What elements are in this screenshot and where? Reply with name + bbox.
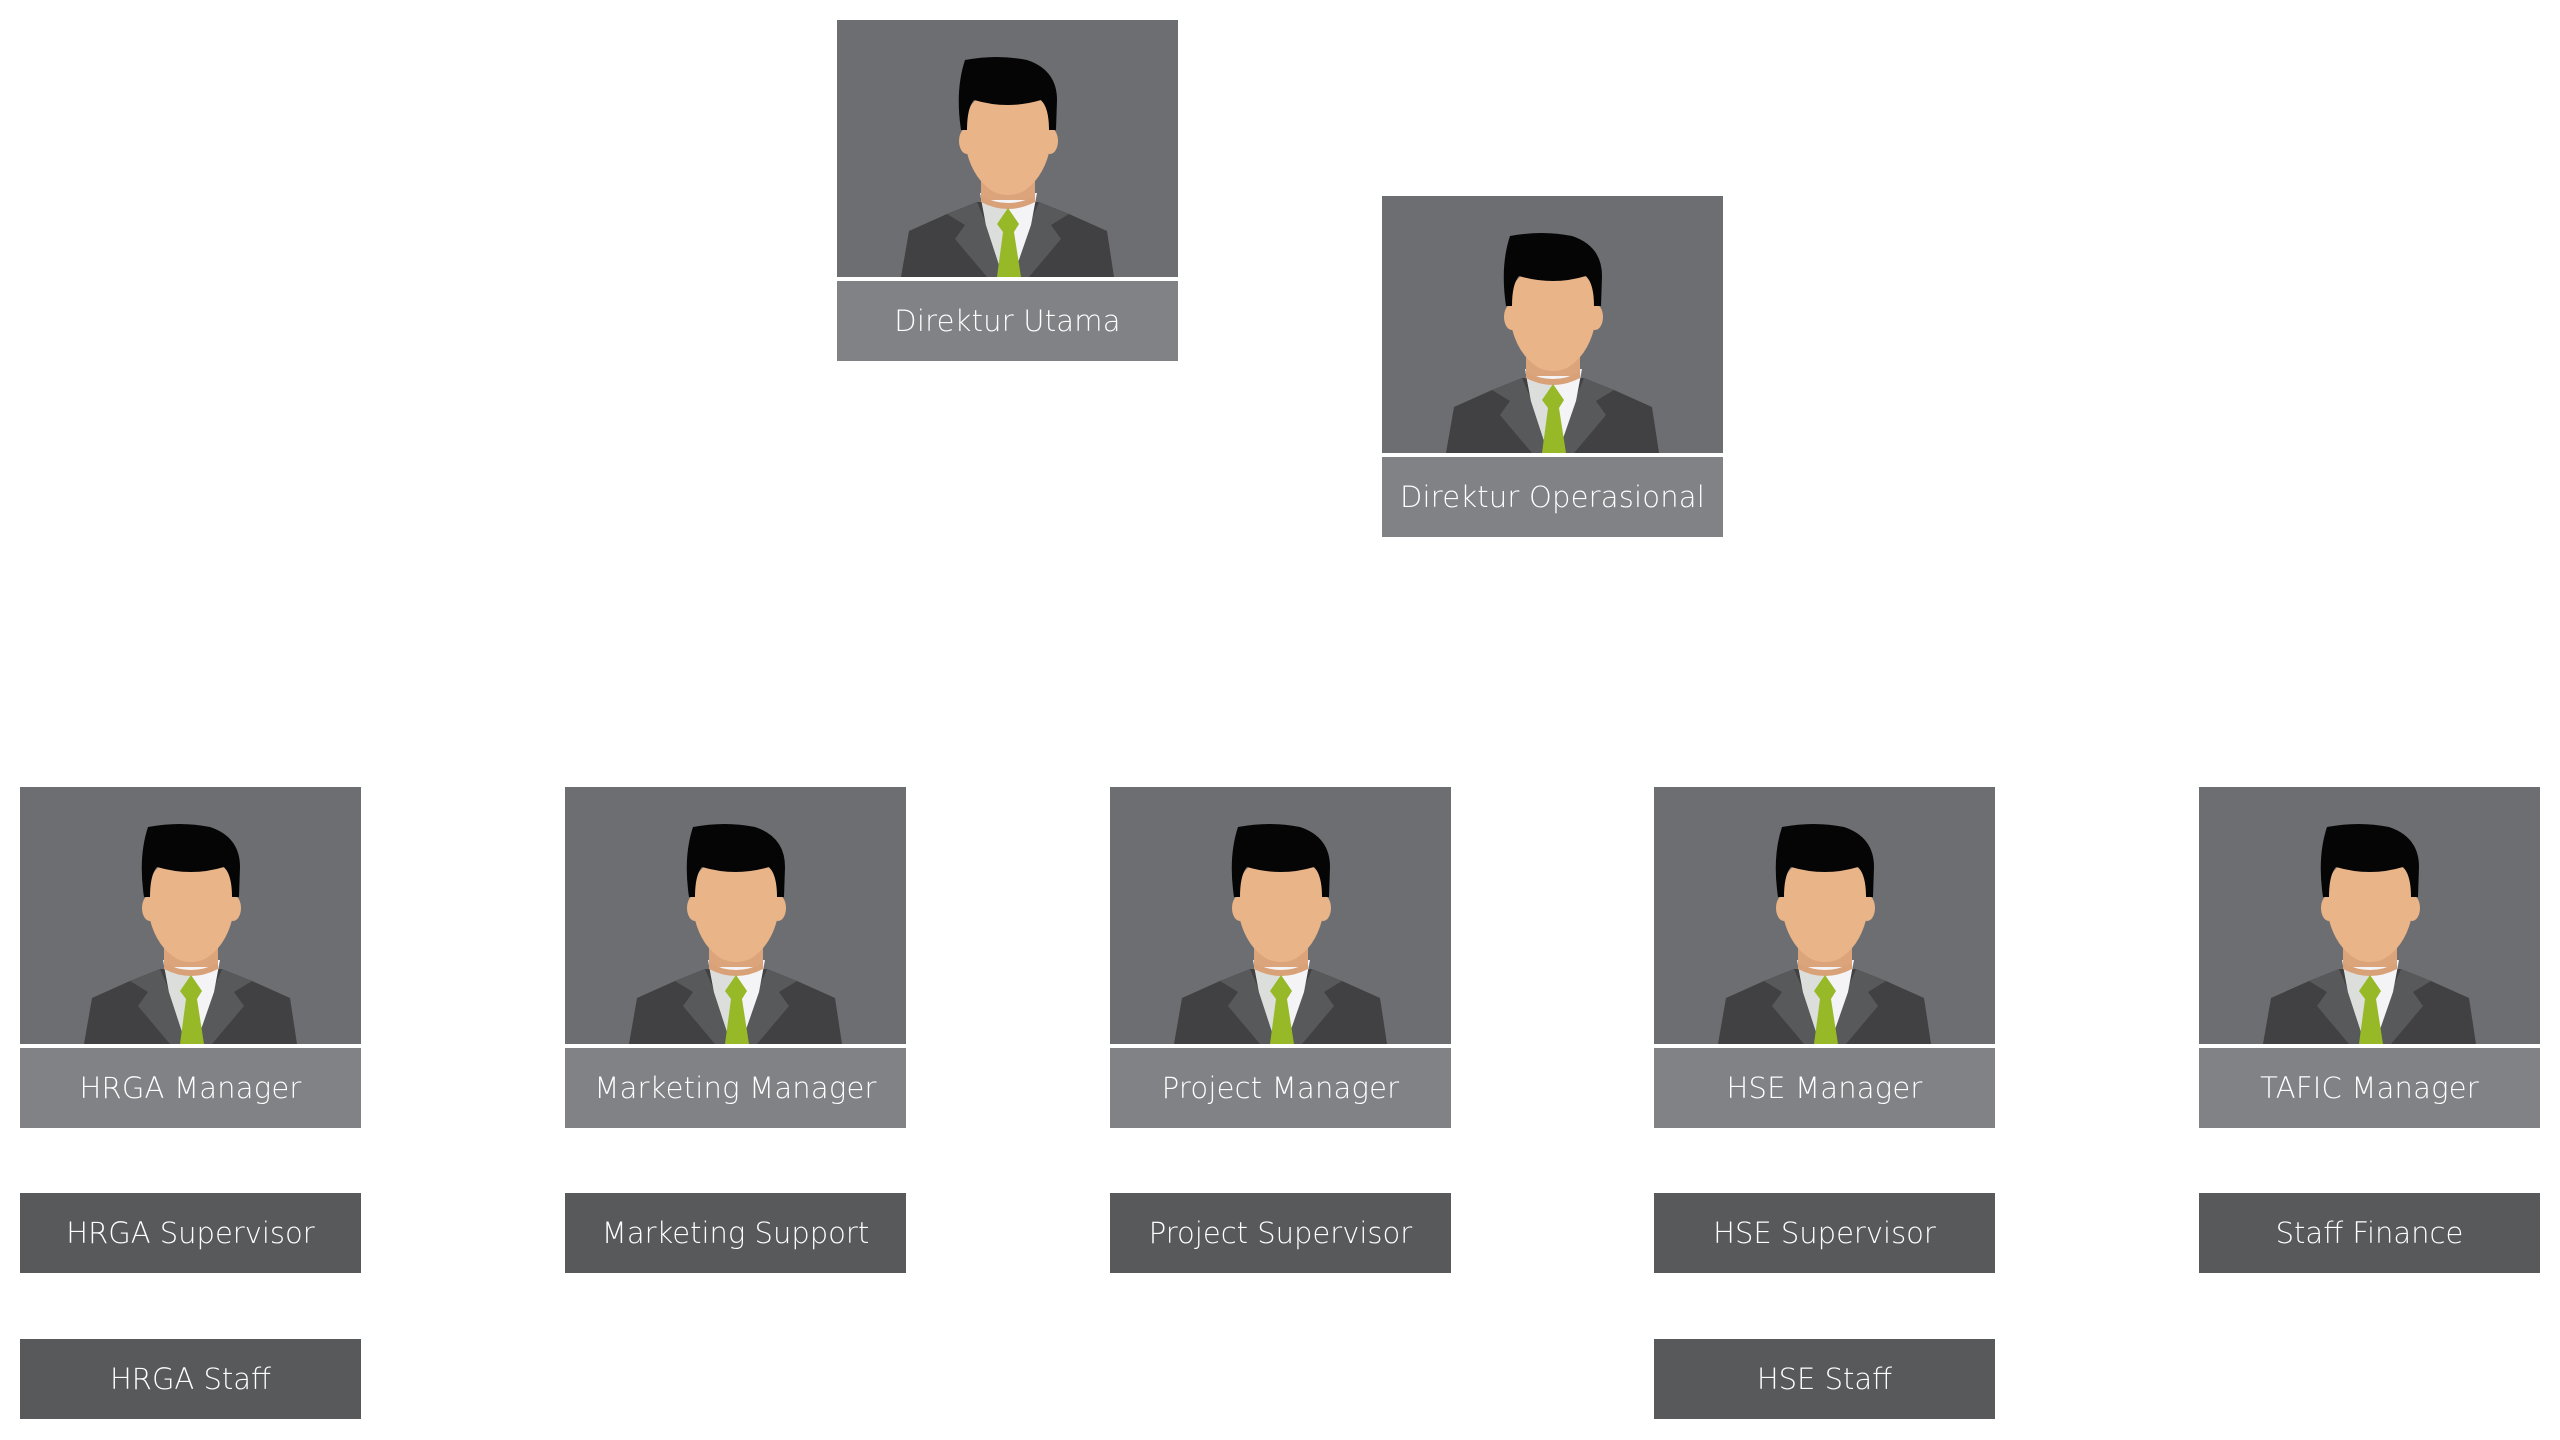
person-avatar-icon xyxy=(565,787,906,1044)
org-box-hrga-staff: HRGA Staff xyxy=(20,1339,361,1419)
org-box-hse-staff: HSE Staff xyxy=(1654,1339,1995,1419)
org-box-hse-supervisor: HSE Supervisor xyxy=(1654,1193,1995,1273)
org-card-hrga-manager: HRGA Manager xyxy=(20,787,361,1128)
person-avatar-icon xyxy=(1654,787,1995,1044)
person-avatar-icon xyxy=(837,20,1178,277)
position-title: HSE Manager xyxy=(1654,1048,1995,1128)
org-card-project-manager: Project Manager xyxy=(1110,787,1451,1128)
org-box-staff-finance: Staff Finance xyxy=(2199,1193,2540,1273)
org-card-marketing-manager: Marketing Manager xyxy=(565,787,906,1128)
position-title: Marketing Manager xyxy=(565,1048,906,1128)
position-title: Direktur Utama xyxy=(837,281,1178,361)
org-card-direktur-utama: Direktur Utama xyxy=(837,20,1178,361)
org-card-tafic-manager: TAFIC Manager xyxy=(2199,787,2540,1128)
position-title: HRGA Manager xyxy=(20,1048,361,1128)
position-title: Project Manager xyxy=(1110,1048,1451,1128)
org-card-hse-manager: HSE Manager xyxy=(1654,787,1995,1128)
org-box-hrga-supervisor: HRGA Supervisor xyxy=(20,1193,361,1273)
person-avatar-icon xyxy=(2199,787,2540,1044)
org-card-direktur-operasional: Direktur Operasional xyxy=(1382,196,1723,537)
person-avatar-icon xyxy=(1110,787,1451,1044)
org-box-marketing-support: Marketing Support xyxy=(565,1193,906,1273)
org-box-project-supervisor: Project Supervisor xyxy=(1110,1193,1451,1273)
position-title: Direktur Operasional xyxy=(1382,457,1723,537)
person-avatar-icon xyxy=(20,787,361,1044)
position-title: TAFIC Manager xyxy=(2199,1048,2540,1128)
person-avatar-icon xyxy=(1382,196,1723,453)
